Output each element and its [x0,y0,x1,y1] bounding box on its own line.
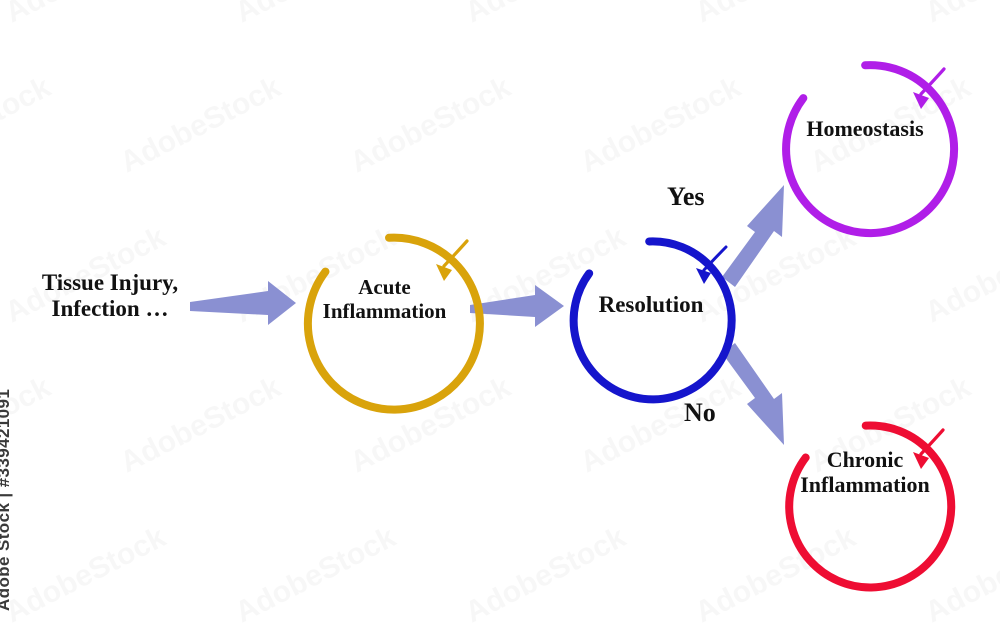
edge-source-to-acute [190,281,296,325]
stock-credit-text: Adobe Stock | #339421091 [0,388,13,611]
node-acute-inflammation[interactable] [281,214,510,440]
node-chronic-inflammation[interactable] [764,404,980,616]
node-label-chronic-inflammation: Chronic Inflammation [800,447,930,497]
node-label-resolution: Resolution [598,292,704,317]
edge-label-yes: Yes [667,182,705,211]
node-label-homeostasis: Homeostasis [806,116,924,141]
edge-resolution-to-homeostasis [722,185,784,287]
node-homeostasis[interactable] [760,42,984,262]
stock-credit-strip: Adobe Stock | #339421091 [0,0,52,629]
edge-label-no: No [684,398,716,427]
edge-acute-to-resolution [470,285,564,327]
edge-resolution-to-chronic [722,343,784,445]
node-resolution[interactable] [549,220,759,427]
node-label-source: Tissue Injury, Infection … [41,270,179,321]
node-label-acute-inflammation: Acute Inflammation [322,275,447,323]
